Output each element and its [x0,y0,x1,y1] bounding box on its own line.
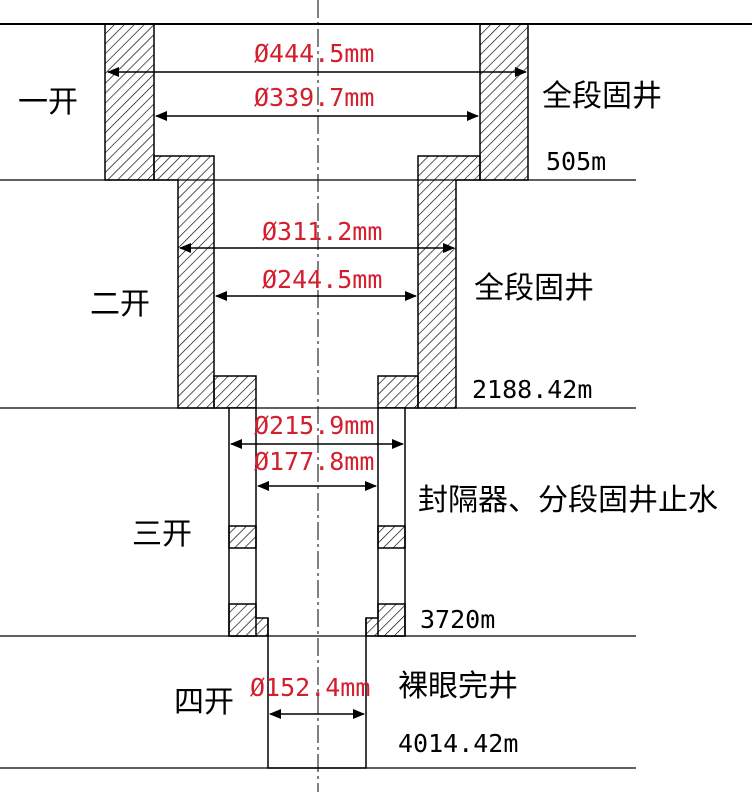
d2-outer-label: Ø311.2mm [262,217,382,246]
stage2-name: 二开 [90,287,150,322]
stage3-depth: 3720m [420,605,495,634]
stage2-left-casing [153,155,215,409]
d2-inner-label: Ø244.5mm [262,265,382,294]
stage2-depth: 2188.42m [472,375,592,404]
stage2-right-plug [377,375,419,409]
d4-label: Ø152.4mm [250,673,370,702]
stage2-right-casing [417,155,481,409]
stage3-left-packer [228,525,257,549]
d1-inner-label: Ø339.7mm [254,83,374,112]
stage3-left-shoe [228,603,269,637]
stage1-right-casing [479,23,529,181]
stage3-right-packer [377,525,406,549]
stage1-depth: 505m [546,147,606,176]
stage2-left-plug [213,375,257,409]
stage1-left-casing [104,23,155,181]
d3-inner-label: Ø177.8mm [254,447,374,476]
stage1-completion: 全段固井 [542,79,662,114]
stage4-open-hole [267,618,367,769]
stage3-right-liner [377,407,406,637]
d1-outer-label: Ø444.5mm [254,39,374,68]
d3-outer-label: Ø215.9mm [254,411,374,440]
stage4-name: 四开 [174,685,234,720]
stage3-right-shoe [365,603,406,637]
stage2-completion: 全段固井 [474,271,594,306]
stage1-name: 一开 [18,85,78,120]
stage3-name: 三开 [132,517,192,552]
stage4-completion: 裸眼完井 [398,669,518,704]
stage4-depth: 4014.42m [398,729,518,758]
stage3-left-liner [228,407,257,637]
stage3-completion: 封隔器、分段固井止水 [418,483,718,518]
